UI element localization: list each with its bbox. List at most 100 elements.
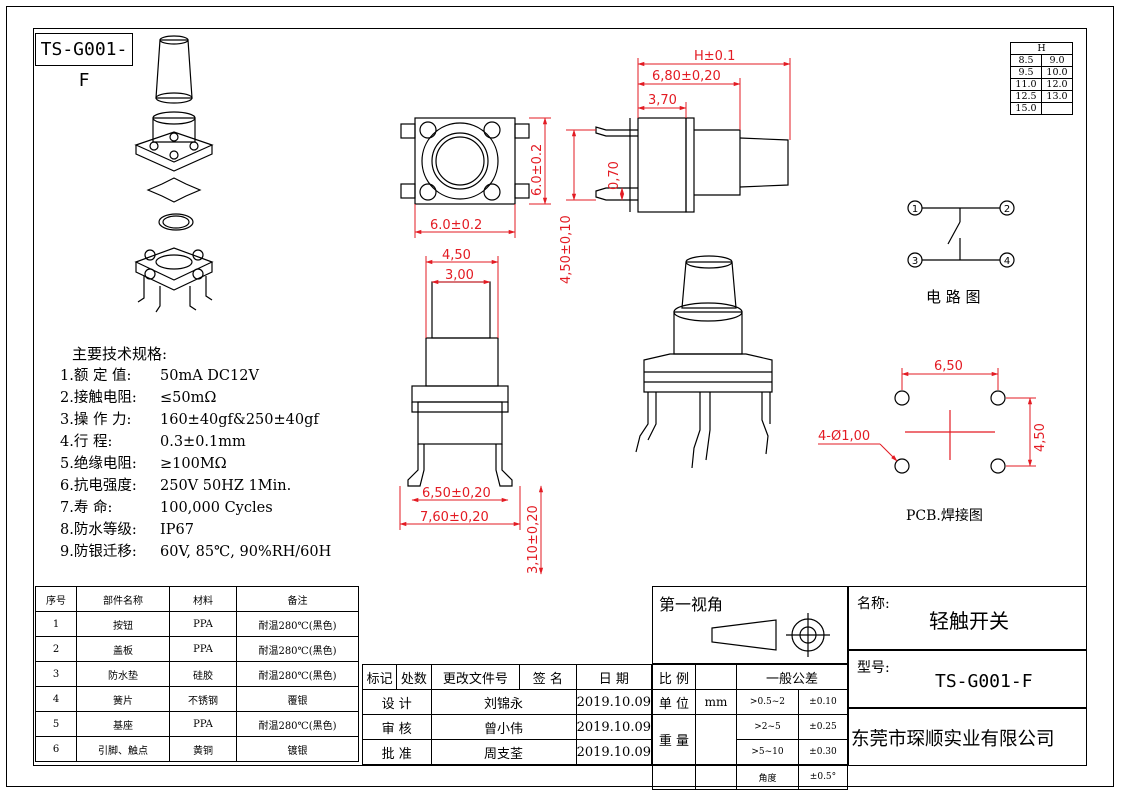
parts-header: 材料 <box>169 586 237 612</box>
h-cell: 9.5 <box>1010 66 1042 79</box>
spec-item: 9.防银迁移:60V, 85℃, 90%RH/60H <box>60 541 331 563</box>
spec-key: 7.寿 命: <box>60 500 113 516</box>
name-box: 名称: 轻触开关 <box>848 586 1087 650</box>
unit-label: 单 位 <box>652 689 696 715</box>
circuit-pin-1: 1 <box>912 204 918 215</box>
drawing-outer-frame <box>6 6 1114 787</box>
spec-item: 2.接触电阻: ≤50mΩ <box>60 387 331 409</box>
company-box: 东莞市琛顺实业有限公司 <box>848 708 1087 766</box>
parts-cell: 防水垫 <box>76 661 170 687</box>
rev-date: 2019.10.09 <box>575 739 653 765</box>
model-code-box: TS-G001-F <box>35 33 133 91</box>
tolerance-title: 一般公差 <box>736 664 848 690</box>
side-view <box>595 117 789 213</box>
rev-header: 处数 <box>396 664 432 690</box>
parts-cell: PPA <box>169 711 237 737</box>
first-angle-symbol <box>711 613 830 657</box>
model-box: 型号: TS-G001-F <box>848 650 1087 708</box>
spec-value: IP67 <box>160 522 194 538</box>
spec-item: 1.额 定 值:50mA DC12V <box>60 365 331 387</box>
parts-cell: 5 <box>35 711 77 737</box>
parts-cell: 耐温280℃(黑色) <box>236 636 359 662</box>
dim-370: 3,70 <box>648 93 677 108</box>
tol-value: ±0.30 <box>797 739 849 765</box>
spec-key: 2.接触电阻: <box>60 390 137 406</box>
rev-name: 周支荃 <box>430 739 577 765</box>
company-name: 东莞市琛顺实业有限公司 <box>851 729 1055 750</box>
tol-value: ±0.5° <box>797 764 849 790</box>
exploded-view <box>134 35 214 313</box>
parts-cell: 基座 <box>76 711 170 737</box>
spec-title: 主要技术规格: <box>72 345 168 363</box>
dim-310-front: 3,10±0,20 <box>526 505 541 574</box>
spec-key: 5.绝缘电阻: <box>60 456 137 472</box>
spec-key: 3.操 作 力: <box>60 412 132 428</box>
rev-role: 批 准 <box>362 739 432 765</box>
rev-role: 审 核 <box>362 714 432 740</box>
dim-pcb-650: 6,50 <box>934 359 963 374</box>
rev-date: 2019.10.09 <box>575 689 653 715</box>
dim-450-front: 4,50 <box>442 248 471 263</box>
spec-key: 6.抗电强度: <box>60 478 137 494</box>
dim-760-front: 7,60±0,20 <box>420 510 489 525</box>
parts-cell: 4 <box>35 686 77 712</box>
tol-range: >5~10 <box>736 739 799 765</box>
rev-header: 标记 <box>361 664 398 690</box>
tol-value: ±0.10 <box>797 689 849 715</box>
parts-cell: 盖板 <box>76 636 170 662</box>
scale-label: 比 例 <box>652 664 696 690</box>
drawing-inner-frame <box>33 28 1087 766</box>
pcb-label: PCB.焊接图 <box>906 507 983 524</box>
dim-pcb-450: 4,50 <box>1033 423 1048 452</box>
view-label: 第一视角 <box>659 595 724 614</box>
spec-value: 100,000 Cycles <box>160 500 273 516</box>
spec-item: 6.抗电强度:250V 50HZ 1Min. <box>60 475 331 497</box>
name-label: 名称: <box>857 596 890 612</box>
parts-cell: 黄铜 <box>169 736 237 762</box>
parts-cell: PPA <box>169 611 237 637</box>
spec-key: 4.行 程: <box>60 434 113 450</box>
spec-value: ≤50mΩ <box>160 390 217 406</box>
spec-value: ≥100MΩ <box>160 456 227 472</box>
pcb-layout <box>894 390 1006 474</box>
parts-cell: 簧片 <box>76 686 170 712</box>
tol-range: >2~5 <box>736 714 799 740</box>
rev-name: 曾小伟 <box>430 714 577 740</box>
weight-label: 重 量 <box>652 714 696 765</box>
name-value: 轻触开关 <box>929 609 1009 633</box>
h-cell: 11.0 <box>1010 78 1042 91</box>
h-cell: 8.5 <box>1010 54 1042 67</box>
rev-role: 设 计 <box>362 689 432 715</box>
circuit-pin-3: 3 <box>912 256 918 267</box>
tol-range: 角度 <box>736 764 799 790</box>
dim-300-front: 3,00 <box>445 268 474 283</box>
isometric-view <box>635 255 773 469</box>
view-box: 第一视角 <box>652 586 848 664</box>
spec-value: 0.3±0.1mm <box>160 434 246 450</box>
spec-key: 8.防水等级: <box>60 522 137 538</box>
dim-height: H±0.1 <box>694 49 735 64</box>
parts-cell: 覆银 <box>236 686 359 712</box>
parts-cell: 不锈钢 <box>169 686 237 712</box>
rev-header: 签 名 <box>519 664 577 690</box>
spec-item: 7.寿 命: 100,000 Cycles <box>60 497 331 519</box>
height-header: H <box>1010 42 1073 55</box>
spec-item: 8.防水等级: IP67 <box>60 519 331 541</box>
spec-value: 60V, 85℃, 90%RH/60H <box>160 544 332 560</box>
circuit-pin-2: 2 <box>1004 204 1010 215</box>
dim-front-height: 6.0±0.2 <box>530 144 545 196</box>
rev-name: 刘锦永 <box>430 689 577 715</box>
spec-item: 5.绝缘电阻: ≥100MΩ <box>60 453 331 475</box>
parts-cell: 镀银 <box>236 736 359 762</box>
dim-070: 0,70 <box>607 161 622 190</box>
parts-cell: 引脚、触点 <box>76 736 170 762</box>
